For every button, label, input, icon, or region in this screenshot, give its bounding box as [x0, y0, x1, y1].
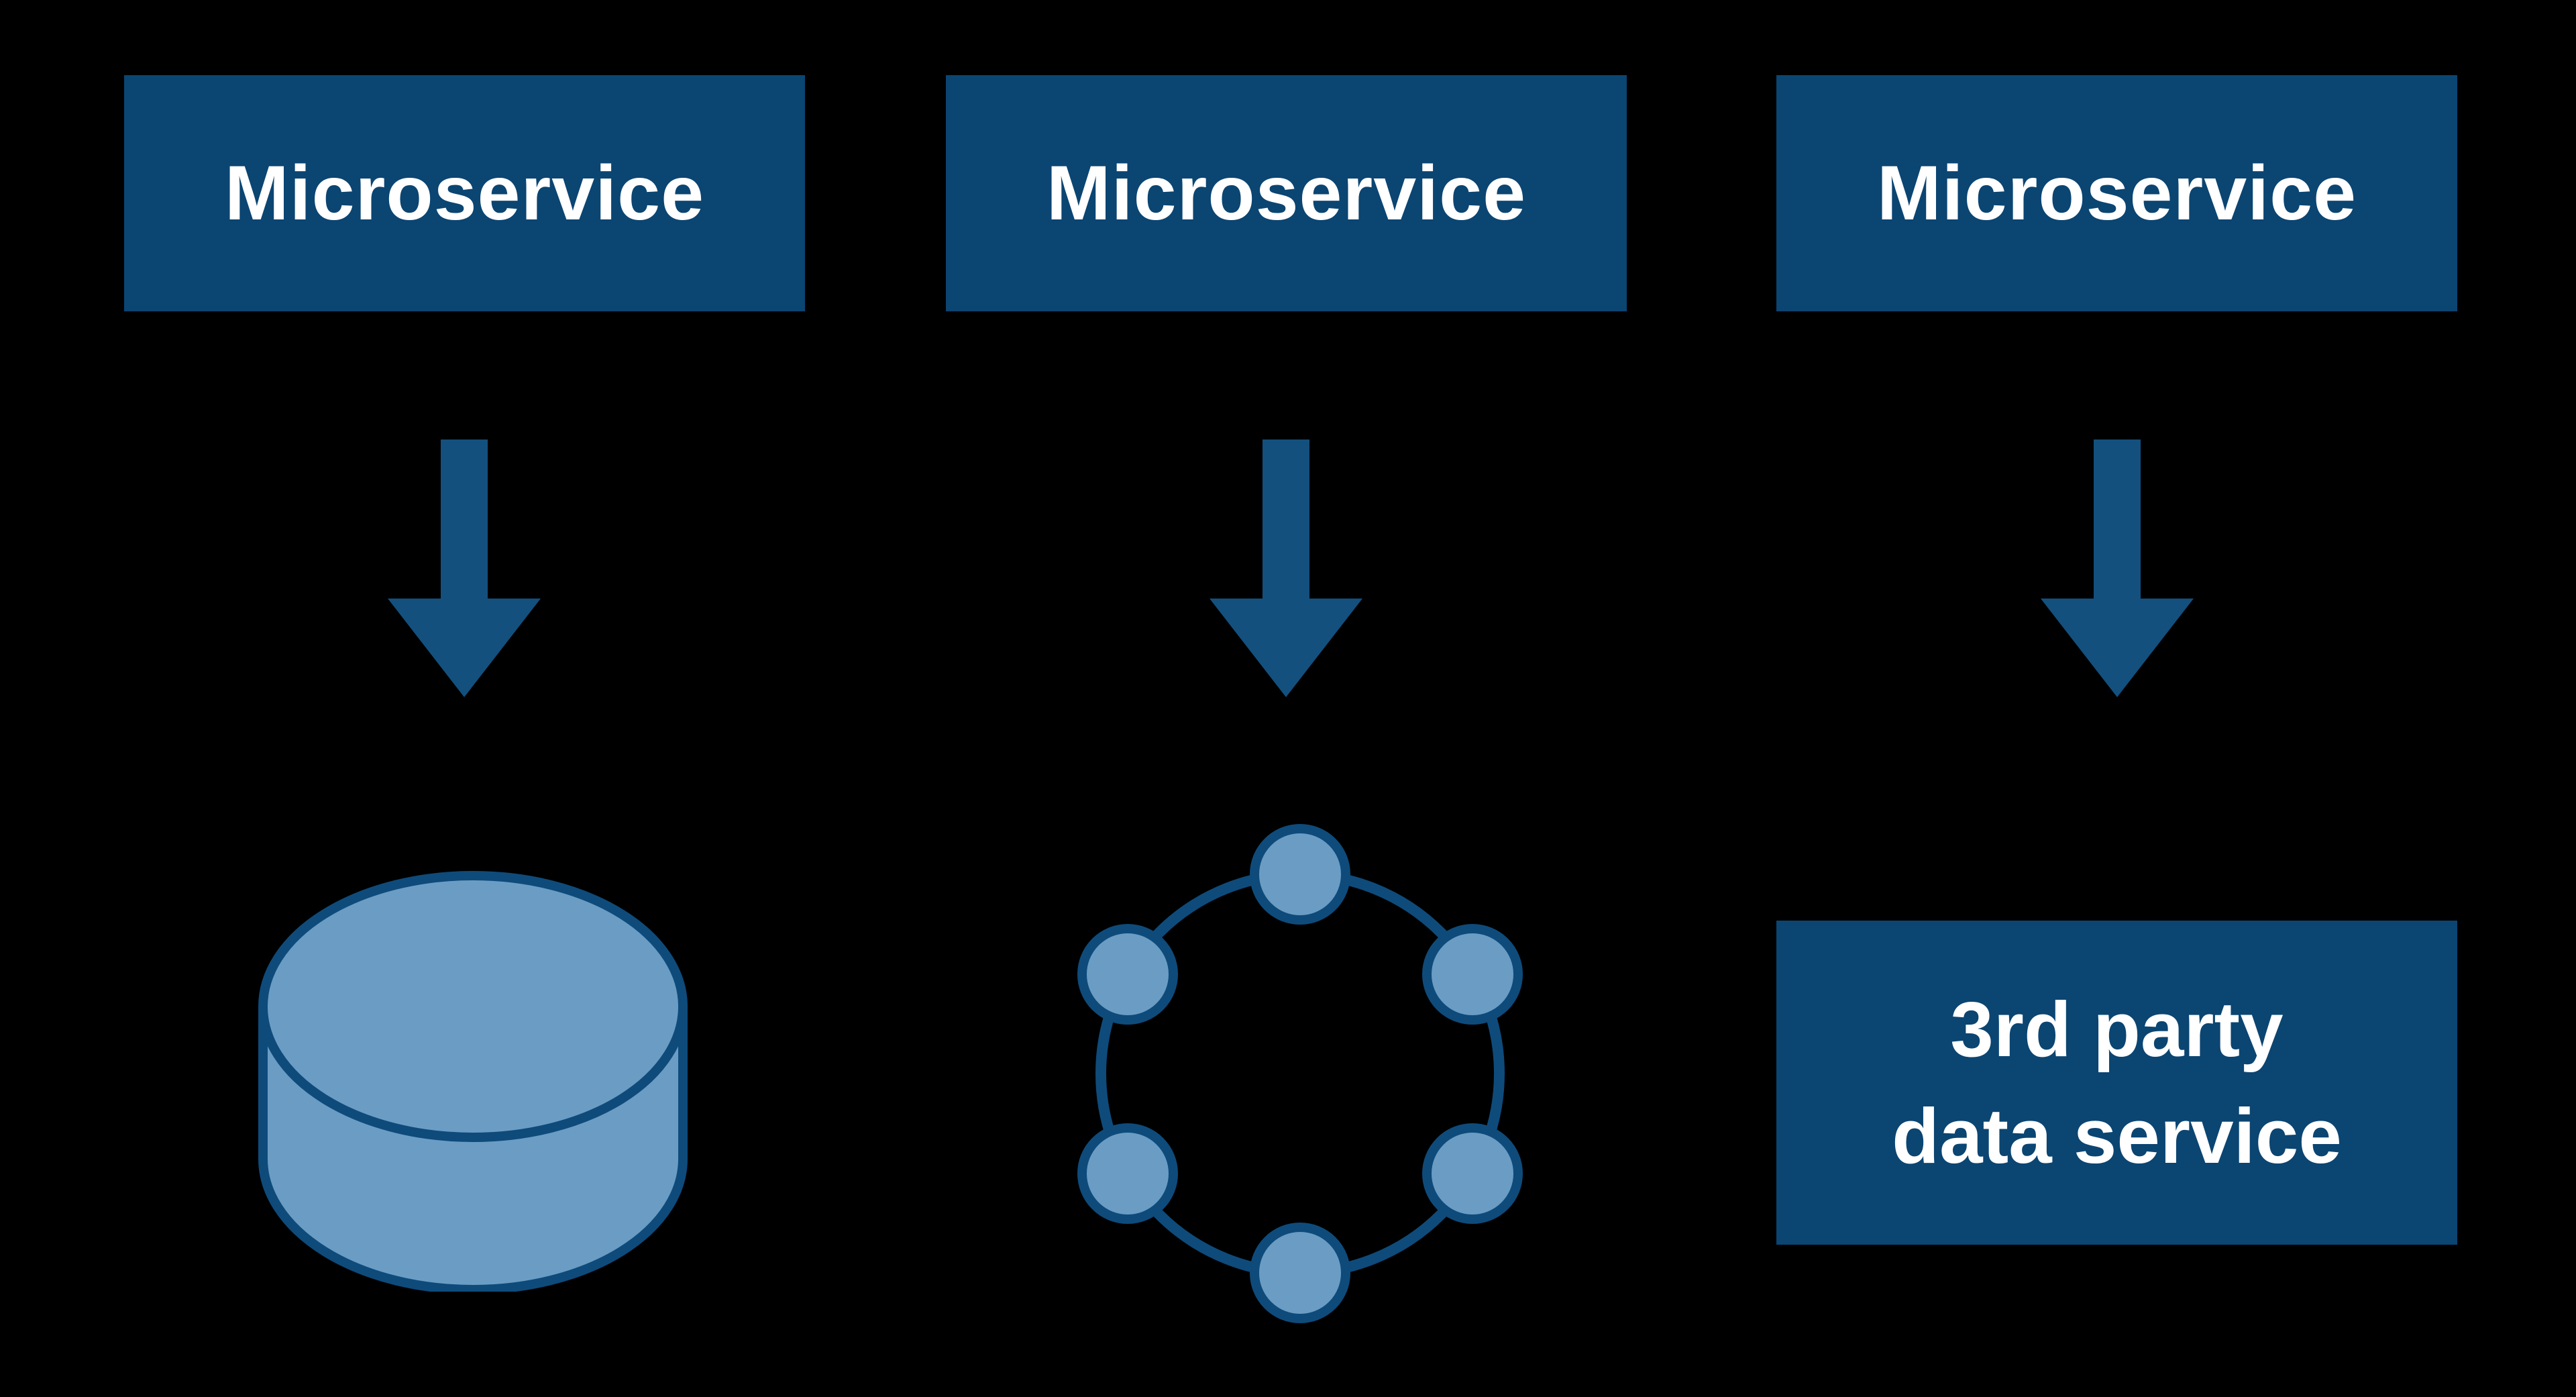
- microservice-label-1: Microservice: [224, 150, 705, 236]
- microservice-label-3: Microservice: [1876, 150, 2357, 236]
- service-ring-icon: [1077, 824, 1523, 1323]
- down-arrow-icon-2: [1210, 439, 1362, 697]
- down-arrow-icon-1: [388, 439, 541, 697]
- third-party-label-line1: 3rd party: [1950, 986, 2284, 1074]
- third-party-label-line2: data service: [1892, 1092, 2342, 1180]
- microservice-label-2: Microservice: [1046, 150, 1527, 236]
- down-arrow-icon-3: [2041, 439, 2194, 697]
- third-party-data-service-box: 3rd party data service: [1776, 921, 2457, 1245]
- microservice-box-3: Microservice: [1776, 75, 2457, 311]
- microservice-box-2: Microservice: [946, 75, 1627, 311]
- database-cylinder-icon: [258, 871, 688, 1292]
- microservice-box-1: Microservice: [124, 75, 805, 311]
